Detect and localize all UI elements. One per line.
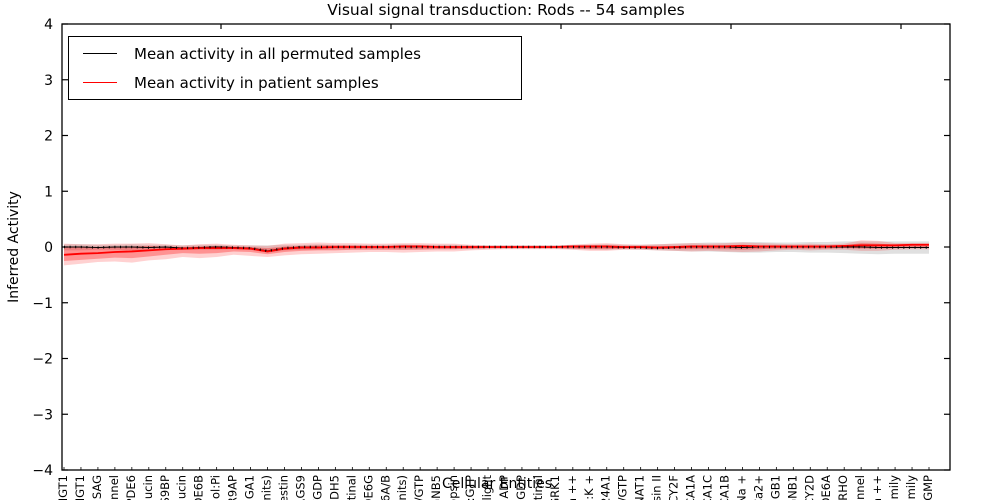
- x-axis-label: Cellular Entities: [441, 476, 553, 492]
- x-tick-label: CNGA1: [243, 475, 257, 500]
- x-tick-label: GUCY2D: [802, 475, 816, 500]
- y-tick-label: 1: [44, 184, 53, 200]
- x-tick-label: GUCY2F: [667, 475, 681, 500]
- x-tick-label: PDE6B: [192, 475, 206, 500]
- x-tick-label: GUCA1A: [684, 475, 698, 500]
- legend-line-sample-black: [83, 53, 117, 54]
- y-tick-label: 0: [44, 240, 53, 256]
- x-tick-label: RGS9-1/Gbeta5/R9AP: [226, 475, 240, 500]
- legend: Mean activity in all permuted samples Me…: [68, 36, 522, 100]
- x-tick-label: GNGT1: [56, 475, 70, 500]
- x-tick-label: RHO: [836, 475, 850, 500]
- x-tick-label: GNAT1/GDP: [310, 475, 324, 500]
- chart-title: Visual signal transduction: Rods -- 54 s…: [327, 1, 685, 19]
- x-tick-label: mol:Pi: [209, 475, 223, 500]
- legend-label-patient: Mean activity in patient samples: [134, 73, 379, 92]
- x-tick-label: GUCA1C: [701, 475, 715, 500]
- x-tick-label: Transducin: [141, 475, 155, 500]
- x-tick-label: GC2/GCAP Family: [887, 475, 901, 500]
- x-tick-label: Metarhodopsin II: [650, 475, 664, 500]
- x-tick-label: GCAP Family/Ca ++: [870, 475, 884, 500]
- x-tick-label: SAG: [90, 475, 104, 499]
- y-tick-label: −3: [32, 407, 53, 423]
- x-tick-label: mol:ADP: [497, 475, 511, 500]
- x-tick-label: GUCA1B: [717, 475, 731, 500]
- legend-entry-patient: Mean activity in patient samples: [69, 70, 521, 96]
- x-tick-label: mol:all-trans-retinal: [531, 475, 545, 500]
- x-tick-label: RGS9: [293, 475, 307, 500]
- y-tick-label: −2: [32, 352, 53, 368]
- x-tick-label: CNGB1: [768, 475, 782, 500]
- x-tick-label: RDH5: [327, 475, 341, 500]
- y-tick-label: 3: [44, 73, 53, 89]
- x-tick-label: GNAT1/GTP: [616, 475, 630, 500]
- x-tick-label: PDE6A: [819, 475, 833, 500]
- legend-line-sample-red: [83, 82, 117, 83]
- x-tick-label: mol:Ca2+: [751, 475, 765, 500]
- x-tick-label: GC1/GCAP Family: [904, 475, 918, 500]
- x-tick-label: GNB1/GNGT1: [73, 475, 87, 500]
- legend-label-permuted: Mean activity in all permuted samples: [134, 44, 421, 63]
- y-tick-label: −4: [32, 463, 53, 479]
- y-axis-label: Inferred Activity: [6, 191, 22, 303]
- x-tick-label: mol:11-cis-retinal: [344, 475, 358, 500]
- x-tick-label: PDE6G: [361, 475, 375, 500]
- x-tick-label: GNAT1: [633, 475, 647, 500]
- x-tick-label: Na + (4 Units): [260, 475, 274, 500]
- x-tick-label: mol:K +: [582, 475, 596, 500]
- x-tick-label: mol:Na +: [734, 475, 748, 500]
- x-tick-label: GRK1: [548, 475, 562, 500]
- x-tick-label: GNB5: [429, 475, 443, 500]
- x-tick-label: PDE6: [124, 475, 138, 500]
- series-line-patient: [63, 243, 929, 256]
- x-tick-label: mol:GDP: [514, 475, 528, 500]
- x-tick-label: absorption of light: [480, 475, 494, 500]
- y-tick-label: 2: [44, 129, 53, 145]
- x-tick-label: mol:GTP: [463, 475, 477, 500]
- y-tick-label: −1: [32, 296, 53, 312]
- x-tick-label: CNG Channel: [107, 475, 121, 500]
- x-tick-label: Metarhodopsin II/Arrestin: [276, 475, 290, 500]
- x-tick-label: mol:Ca ++: [565, 475, 579, 500]
- x-tick-label: RGS9BP: [158, 475, 172, 500]
- x-tick-label: mol:GMP (4 units): [395, 475, 409, 500]
- x-tick-label: Rhodopsin: [446, 475, 460, 500]
- x-tick-label: GNB1: [785, 475, 799, 500]
- x-tick-label: SLC24A1: [599, 475, 613, 500]
- y-tick-label: 4: [44, 17, 53, 33]
- x-tick-label: mol:cGMP: [921, 475, 935, 500]
- band-patient-inner: [64, 243, 929, 261]
- x-tick-label: cGMP/CNG Channel: [853, 475, 867, 500]
- x-tick-label: Metarhodopsin II/Transducin: [175, 475, 189, 500]
- x-tick-label: PDE6A/B: [378, 475, 392, 500]
- legend-entry-permuted: Mean activity in all permuted samples: [69, 41, 521, 67]
- x-tick-label: PDE6G/GNAT1/GTP: [412, 475, 426, 500]
